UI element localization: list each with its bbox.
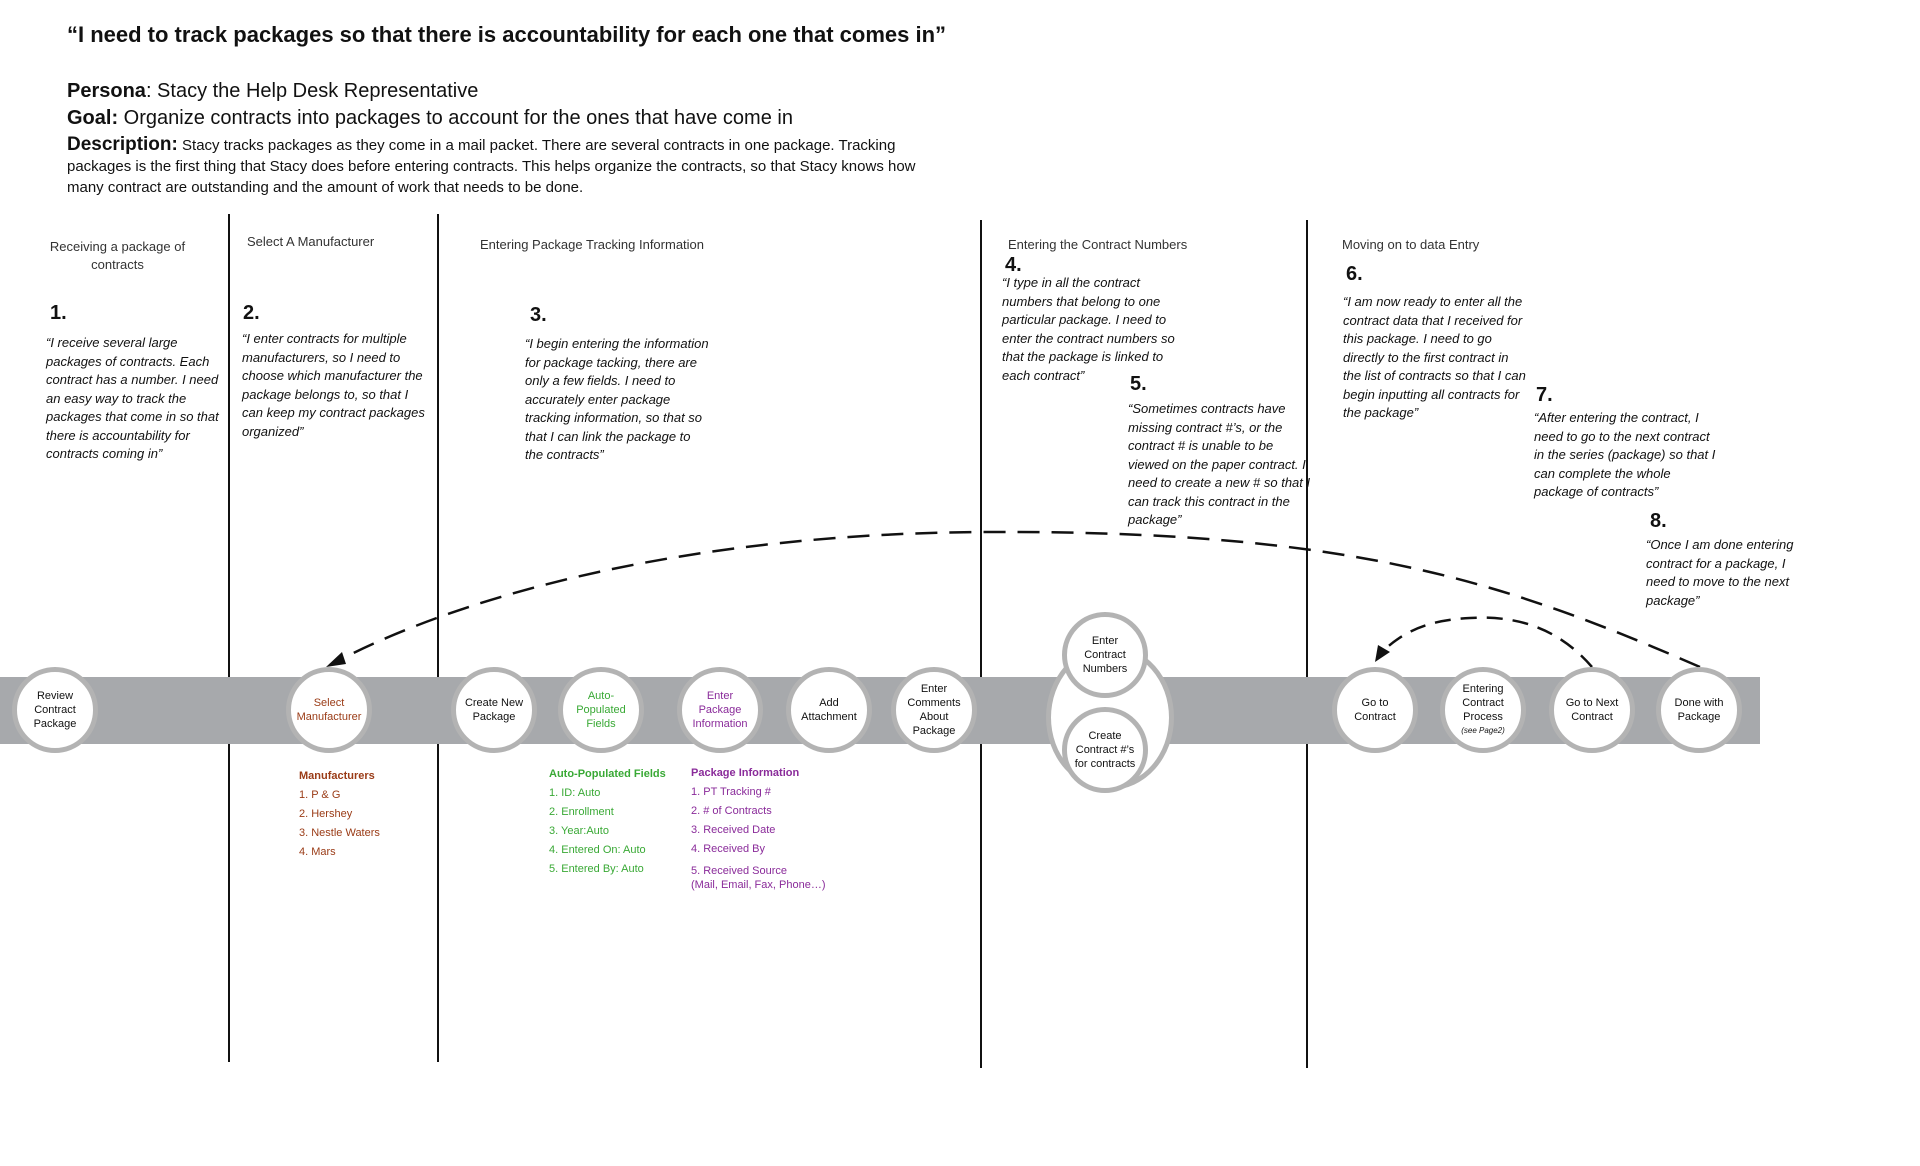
node-create-contract-numbers[interactable]: Create Contract #’s for contracts <box>1062 707 1148 793</box>
return-arc <box>329 530 1701 669</box>
step-quote-2: “I enter contracts for multiple manufact… <box>242 331 425 439</box>
node-select-manufacturer[interactable]: Select Manufacturer <box>286 667 372 753</box>
list-item: 4. Received By <box>691 843 765 855</box>
list-item: 3. Year:Auto <box>549 825 609 837</box>
step-number-4: 4. <box>1005 254 1022 276</box>
package-info-list: Package Information 1. PT Tracking # 2. … <box>691 764 825 892</box>
step-quote-6: “I am now ready to enter all the contrac… <box>1343 294 1526 420</box>
entering-process-note: (see Page2) <box>1461 726 1505 735</box>
node-add-attachment[interactable]: Add Attachment <box>786 667 872 753</box>
list-item: 5. Received Source <box>691 865 787 877</box>
phase-divider <box>1306 220 1308 1068</box>
step-number-2: 2. <box>243 302 260 324</box>
step-number-7: 7. <box>1536 384 1553 406</box>
node-enter-package-information[interactable]: Enter Package Information <box>677 667 763 753</box>
list-item: 4. Entered On: Auto <box>549 844 646 856</box>
list-item: 3. Received Date <box>691 824 776 836</box>
description: Description: Stacy tracks packages as th… <box>67 134 947 198</box>
node-go-to-next-contract[interactable]: Go to Next Contract <box>1549 667 1635 753</box>
node-create-new-package[interactable]: Create New Package <box>451 667 537 753</box>
description-label: Description: <box>67 134 178 155</box>
loop-arrowhead <box>1375 645 1390 662</box>
list-item: 1. P & G <box>299 789 341 801</box>
step-quote-8: “Once I am done entering contract for a … <box>1646 537 1794 608</box>
list-item-note: (Mail, Email, Fax, Phone…) <box>691 879 826 891</box>
step-number-1: 1. <box>50 302 67 324</box>
node-done-with-package[interactable]: Done with Package <box>1656 667 1742 753</box>
phase-title-data-entry: Moving on to data Entry <box>1342 237 1480 252</box>
phase-title-tracking: Entering Package Tracking Information <box>480 237 705 252</box>
package-info-title: Package Information <box>691 767 800 779</box>
phase-title-receiving: Receiving a package of contracts <box>49 239 186 272</box>
step-quote-4: “I type in all the contract numbers that… <box>1002 275 1175 383</box>
node-review-contract-package[interactable]: Review Contract Package <box>12 667 98 753</box>
list-item: 1. PT Tracking # <box>691 786 771 798</box>
step-number-6: 6. <box>1346 263 1363 285</box>
auto-fields-list: Auto-Populated Fields 1. ID: Auto 2. Enr… <box>549 765 666 879</box>
node-go-to-contract[interactable]: Go to Contract <box>1332 667 1418 753</box>
return-arrowhead <box>326 652 346 667</box>
phase-divider <box>437 214 439 1062</box>
step-quote-7: “After entering the contract, I need to … <box>1534 410 1716 499</box>
phase-title-manufacturer: Select A Manufacturer <box>247 234 375 249</box>
list-item: 1. ID: Auto <box>549 787 601 799</box>
manufacturers-list: Manufacturers 1. P & G 2. Hershey 3. Nes… <box>299 767 380 862</box>
step-quote-1: “I receive several large packages of con… <box>46 335 219 461</box>
description-value: Stacy tracks packages as they come in a … <box>67 137 916 196</box>
list-item: 4. Mars <box>299 846 336 858</box>
entering-process-text: Entering Contract Process (see Page2) <box>1451 682 1515 738</box>
page-title: “I need to track packages so that there … <box>67 22 947 47</box>
phase-divider <box>980 220 982 1068</box>
step-quote-5: “Sometimes contracts have missing contra… <box>1128 401 1311 527</box>
list-item: 3. Nestle Waters <box>299 827 380 839</box>
goal-value: Organize contracts into packages to acco… <box>118 107 793 129</box>
manufacturers-title: Manufacturers <box>299 770 375 782</box>
list-item: 5. Entered By: Auto <box>549 863 644 875</box>
node-auto-populated-fields[interactable]: Auto-Populated Fields <box>558 667 644 753</box>
step-number-5: 5. <box>1130 373 1147 395</box>
list-item: 2. Enrollment <box>549 806 614 818</box>
goal-line: Goal: Organize contracts into packages t… <box>67 107 793 130</box>
node-entering-contract-process[interactable]: Entering Contract Process (see Page2) <box>1440 667 1526 753</box>
persona-line: Persona: Stacy the Help Desk Representat… <box>67 80 478 103</box>
auto-fields-title: Auto-Populated Fields <box>549 768 666 780</box>
entering-process-label: Entering Contract Process <box>1462 683 1504 723</box>
goal-label: Goal: <box>67 107 119 129</box>
step-number-8: 8. <box>1650 510 1667 532</box>
node-enter-contract-numbers[interactable]: Enter Contract Numbers <box>1062 612 1148 698</box>
phase-title-contract-numbers: Entering the Contract Numbers <box>1008 237 1188 252</box>
step-quote-3: “I begin entering the information for pa… <box>525 336 709 462</box>
list-item: 2. Hershey <box>299 808 353 820</box>
persona-label: Persona <box>67 80 146 102</box>
loop-arc <box>1381 616 1593 668</box>
phase-divider <box>228 214 230 1062</box>
list-item: 2. # of Contracts <box>691 805 772 817</box>
persona-value: : Stacy the Help Desk Representative <box>145 80 479 102</box>
step-number-3: 3. <box>530 304 547 326</box>
node-enter-comments[interactable]: Enter Comments About Package <box>891 667 977 753</box>
